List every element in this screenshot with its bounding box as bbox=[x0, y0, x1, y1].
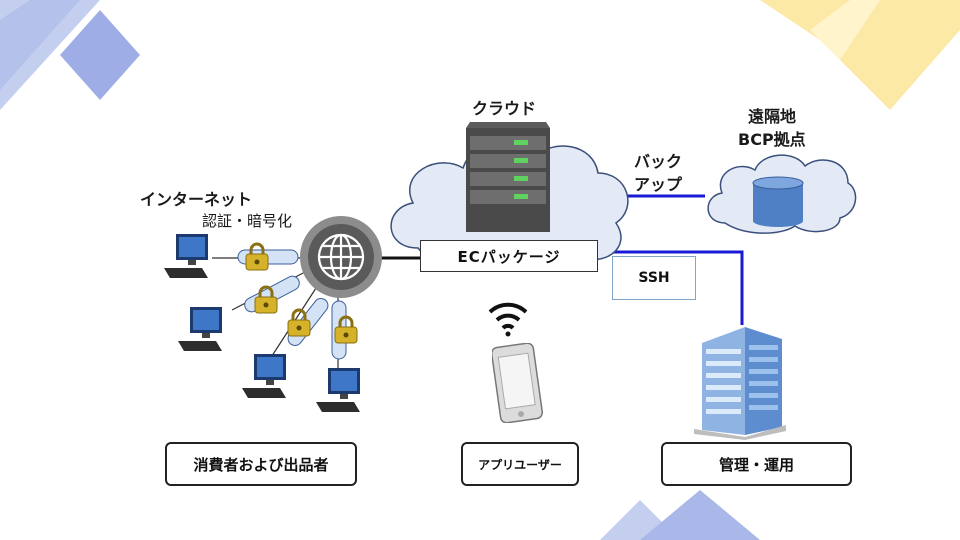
corner-decoration-top-right bbox=[760, 0, 960, 110]
padlock-icon bbox=[334, 315, 358, 344]
app-users-box: アプリユーザー bbox=[461, 442, 579, 486]
remote-site-label-line1: 遠隔地 bbox=[748, 107, 797, 126]
ssh-box: SSH bbox=[612, 256, 696, 300]
backup-label-line2: アップ bbox=[634, 175, 683, 194]
padlock-icon bbox=[254, 285, 278, 314]
server-icon bbox=[466, 122, 550, 232]
cloud-label: クラウド bbox=[472, 99, 537, 118]
corner-decoration-top-left bbox=[0, 0, 140, 110]
padlock-icon bbox=[287, 308, 311, 337]
consumers-and-sellers-box: 消費者および出品者 bbox=[165, 442, 357, 486]
office-building-icon bbox=[694, 327, 786, 440]
backup-label-line1: バック bbox=[634, 152, 683, 171]
database-icon bbox=[752, 176, 804, 227]
wifi-icon bbox=[488, 302, 528, 337]
globe-icon bbox=[300, 216, 382, 298]
remote-site-label-line2: BCP拠点 bbox=[738, 130, 806, 149]
pc-icon bbox=[316, 368, 360, 412]
corner-decoration-bottom bbox=[600, 490, 760, 540]
smartphone-icon bbox=[492, 343, 544, 423]
pc-icon bbox=[242, 354, 286, 398]
padlock-icon bbox=[245, 242, 269, 271]
management-operation-box: 管理・運用 bbox=[661, 442, 852, 486]
pc-icon bbox=[178, 307, 222, 351]
auth-encryption-label: 認証・暗号化 bbox=[202, 212, 293, 230]
pc-icon bbox=[164, 234, 208, 278]
ec-package-box: ECパッケージ bbox=[420, 240, 598, 272]
internet-label: インターネット bbox=[140, 190, 253, 209]
